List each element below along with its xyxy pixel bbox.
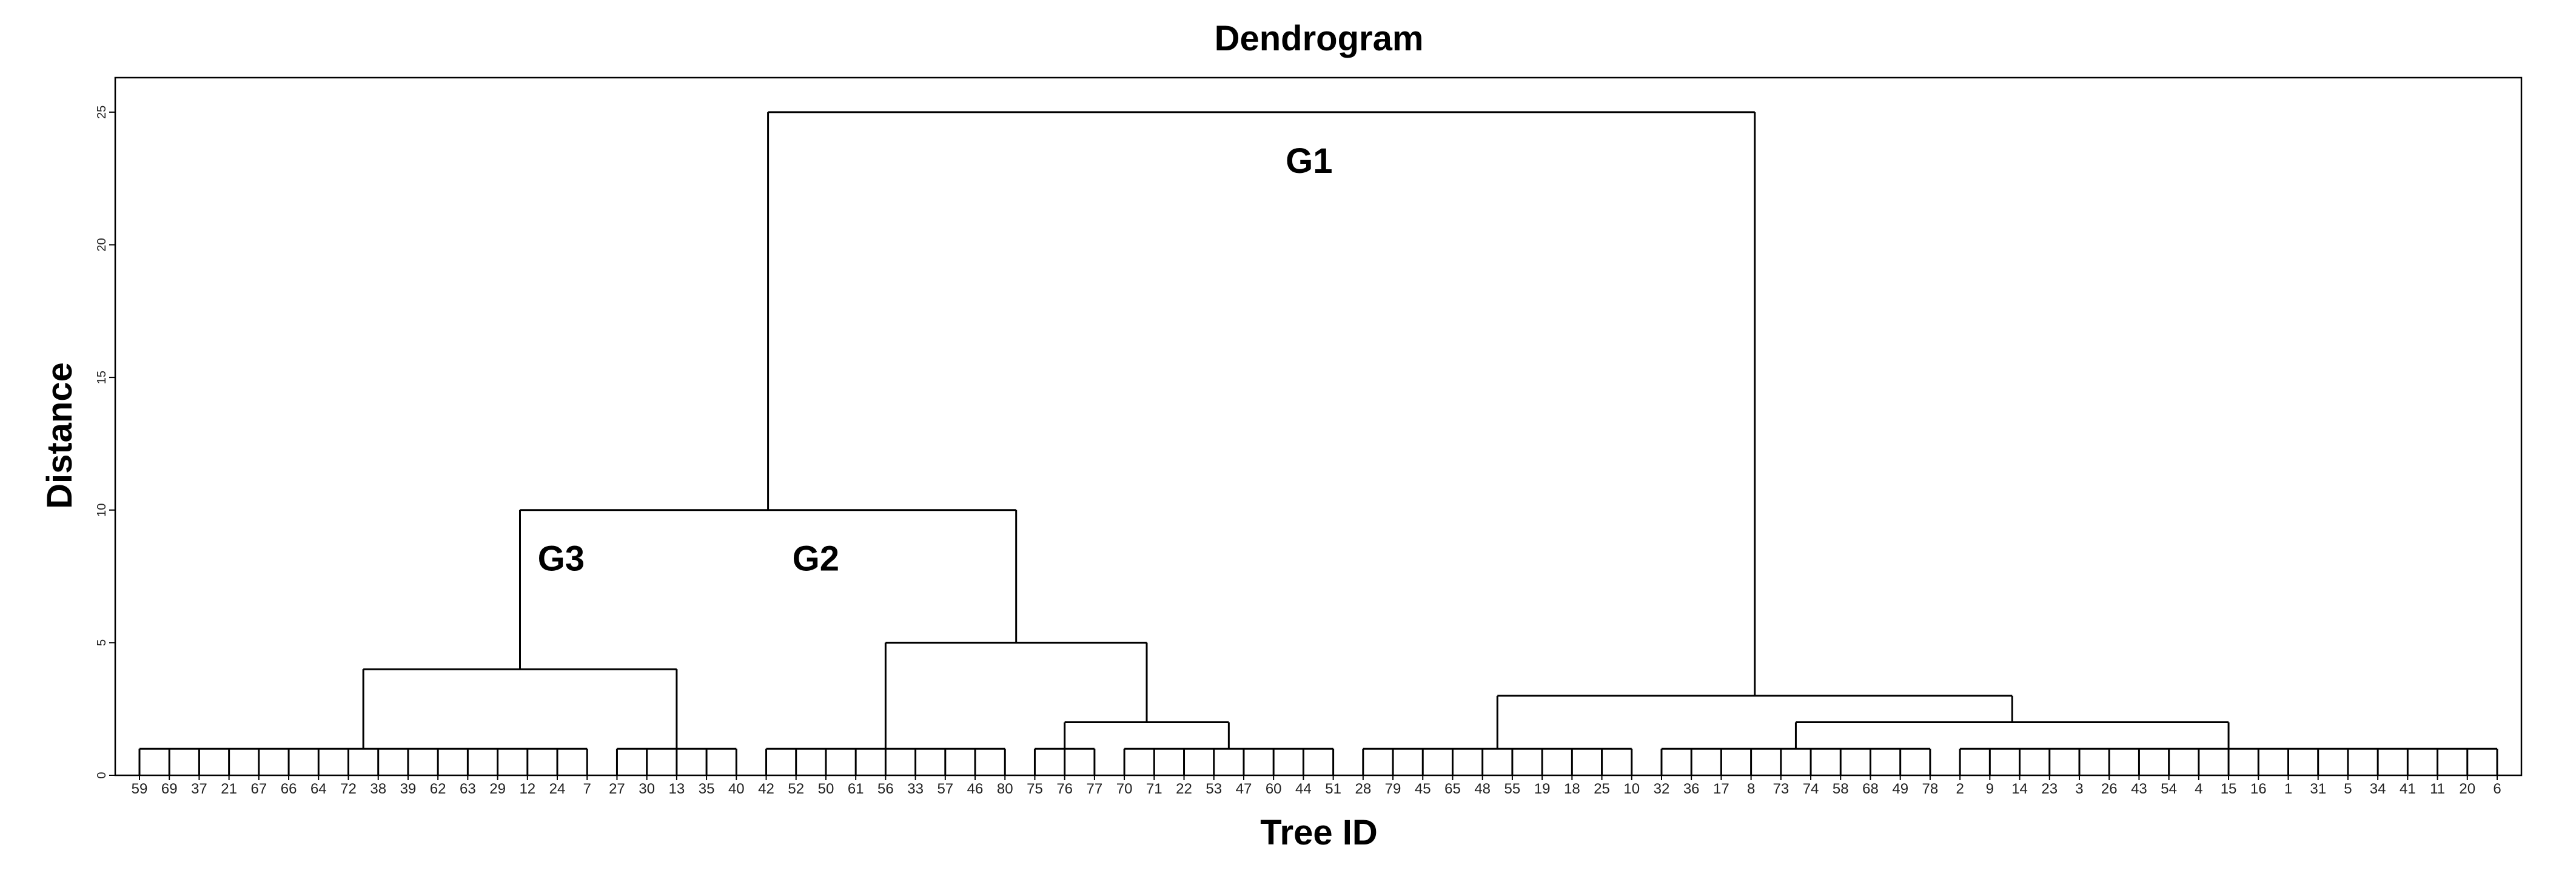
leaf-label: 5 bbox=[2344, 781, 2352, 797]
leaf-label: 17 bbox=[1713, 781, 1729, 797]
y-tick-label: 15 bbox=[95, 371, 109, 384]
leaf-label: 51 bbox=[1325, 781, 1341, 797]
leaf-label: 41 bbox=[2400, 781, 2416, 797]
leaf-label: 52 bbox=[788, 781, 804, 797]
leaf-label: 37 bbox=[191, 781, 207, 797]
leaf-label: 75 bbox=[1027, 781, 1043, 797]
y-tick-label: 10 bbox=[95, 504, 109, 517]
leaf-label: 16 bbox=[2250, 781, 2267, 797]
y-axis-label: Distance bbox=[40, 362, 79, 509]
leaf-label: 42 bbox=[758, 781, 774, 797]
plot-frame bbox=[114, 76, 2523, 777]
leaf-label: 64 bbox=[310, 781, 327, 797]
leaf-label: 59 bbox=[132, 781, 148, 797]
leaf-label: 10 bbox=[1623, 781, 1640, 797]
leaf-label: 44 bbox=[1295, 781, 1312, 797]
leaf-label: 3 bbox=[2075, 781, 2083, 797]
leaf-label: 62 bbox=[430, 781, 446, 797]
leaf-label: 35 bbox=[699, 781, 715, 797]
leaf-label: 27 bbox=[609, 781, 625, 797]
leaf-label: 9 bbox=[1986, 781, 1994, 797]
leaf-label: 4 bbox=[2195, 781, 2202, 797]
leaf-label: 77 bbox=[1087, 781, 1103, 797]
leaf-label: 78 bbox=[1922, 781, 1939, 797]
leaf-label: 56 bbox=[877, 781, 894, 797]
leaf-label: 2 bbox=[1956, 781, 1964, 797]
leaf-label: 48 bbox=[1474, 781, 1491, 797]
leaf-label: 21 bbox=[221, 781, 237, 797]
leaf-label: 40 bbox=[728, 781, 745, 797]
leaf-label: 67 bbox=[251, 781, 267, 797]
leaf-label: 71 bbox=[1146, 781, 1162, 797]
group-labels: G3 G2 G1 bbox=[538, 141, 1333, 579]
leaf-label: 50 bbox=[818, 781, 834, 797]
leaf-label: 54 bbox=[2161, 781, 2177, 797]
leaf-label: 28 bbox=[1355, 781, 1371, 797]
leaf-label: 24 bbox=[549, 781, 566, 797]
leaf-label: 38 bbox=[370, 781, 386, 797]
leaf-label: 12 bbox=[519, 781, 535, 797]
leaf-label: 45 bbox=[1415, 781, 1431, 797]
leaf-label: 80 bbox=[997, 781, 1013, 797]
leaf-label: 22 bbox=[1176, 781, 1192, 797]
leaf-label: 1 bbox=[2284, 781, 2292, 797]
leaf-label: 55 bbox=[1504, 781, 1521, 797]
leaf-label: 69 bbox=[161, 781, 178, 797]
x-axis-label: Tree ID bbox=[1260, 813, 1377, 852]
leaf-label: 76 bbox=[1056, 781, 1073, 797]
leaf-label: 13 bbox=[669, 781, 685, 797]
leaf-label: 20 bbox=[2459, 781, 2475, 797]
leaf-label: 49 bbox=[1892, 781, 1908, 797]
leaf-label: 7 bbox=[583, 781, 591, 797]
leaf-label: 32 bbox=[1654, 781, 1670, 797]
group-label: G1 bbox=[1286, 141, 1332, 181]
leaf-label: 29 bbox=[489, 781, 506, 797]
leaf-label: 65 bbox=[1444, 781, 1461, 797]
leaf-label: 30 bbox=[639, 781, 655, 797]
y-axis-ticks: 0 5 10 15 20 25 bbox=[95, 106, 115, 779]
leaf-label: 46 bbox=[967, 781, 984, 797]
leaf-label: 47 bbox=[1236, 781, 1252, 797]
leaf-label: 63 bbox=[460, 781, 476, 797]
group-label: G3 bbox=[538, 539, 585, 579]
leaf-label: 25 bbox=[1594, 781, 1610, 797]
leaf-label: 79 bbox=[1385, 781, 1401, 797]
leaf-label: 60 bbox=[1266, 781, 1282, 797]
leaf-label: 18 bbox=[1564, 781, 1580, 797]
group-label: G2 bbox=[793, 539, 839, 579]
leaf-label: 68 bbox=[1862, 781, 1879, 797]
leaf-label: 36 bbox=[1683, 781, 1700, 797]
leaf-label: 8 bbox=[1747, 781, 1755, 797]
leaf-label: 39 bbox=[400, 781, 417, 797]
leaf-label: 34 bbox=[2370, 781, 2386, 797]
leaf-label: 73 bbox=[1773, 781, 1789, 797]
leaf-label: 33 bbox=[907, 781, 924, 797]
leaf-label: 58 bbox=[1833, 781, 1849, 797]
leaf-label: 43 bbox=[2131, 781, 2147, 797]
leaf-label: 57 bbox=[937, 781, 953, 797]
leaf-label: 31 bbox=[2310, 781, 2326, 797]
leaf-label: 74 bbox=[1803, 781, 1819, 797]
y-tick-label: 25 bbox=[95, 106, 109, 119]
leaf-label: 15 bbox=[2221, 781, 2237, 797]
leaf-label: 70 bbox=[1116, 781, 1133, 797]
dendrogram-links bbox=[138, 111, 2498, 775]
chart-title: Dendrogram bbox=[1215, 19, 1424, 58]
y-tick-label: 20 bbox=[95, 238, 109, 251]
leaf-label: 72 bbox=[340, 781, 357, 797]
leaf-label: 6 bbox=[2493, 781, 2501, 797]
leaf-label: 23 bbox=[2041, 781, 2058, 797]
leaf-label: 66 bbox=[281, 781, 297, 797]
leaf-label: 53 bbox=[1206, 781, 1222, 797]
y-tick-label: 0 bbox=[95, 772, 109, 778]
leaf-label: 19 bbox=[1534, 781, 1551, 797]
leaf-label: 14 bbox=[2011, 781, 2028, 797]
leaf-label: 11 bbox=[2430, 781, 2445, 797]
leaf-label: 61 bbox=[848, 781, 864, 797]
leaf-label: 26 bbox=[2101, 781, 2118, 797]
y-tick-label: 5 bbox=[95, 639, 109, 646]
